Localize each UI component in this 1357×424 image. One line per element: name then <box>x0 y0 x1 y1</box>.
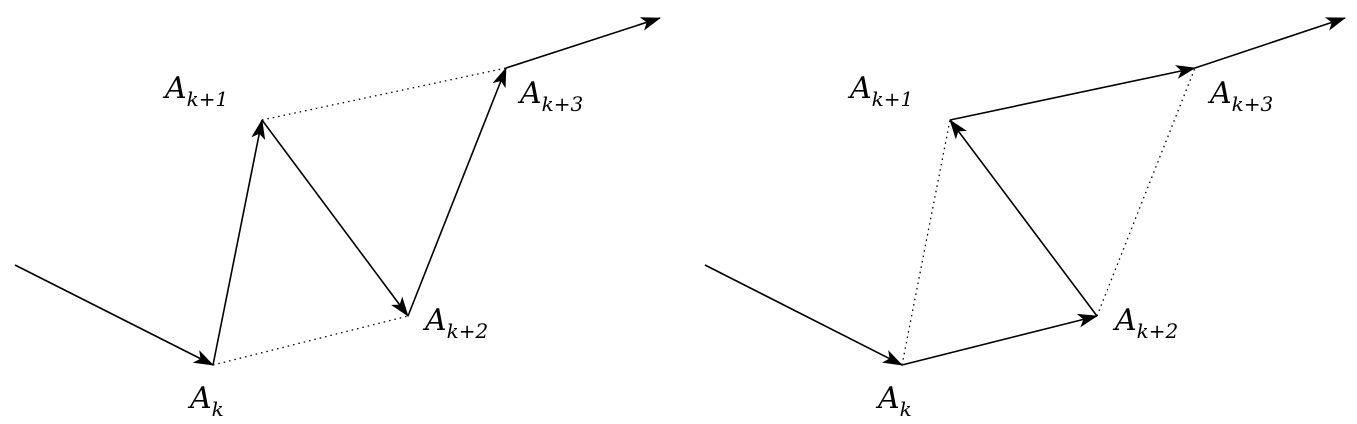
arrow-ak-ak1 <box>212 119 266 366</box>
arrow-in-ak <box>14 264 214 366</box>
arrow-in-ak <box>704 264 903 366</box>
label-ak2: Ak+2 <box>422 303 488 343</box>
dotted-edge-ak-ak2 <box>212 315 409 366</box>
label-ak3: Ak+3 <box>1207 76 1273 116</box>
label-ak: Ak <box>875 381 912 421</box>
arrow-ak1-ak2 <box>261 119 409 317</box>
label-ak: Ak <box>187 381 224 421</box>
arrow-ak-ak2 <box>901 313 1098 366</box>
dotted-edge-ak2-ak3 <box>1096 67 1196 317</box>
arrow-ak2-ak1 <box>949 119 1098 317</box>
dotted-edge-ak1-ak3 <box>261 67 507 121</box>
right-diagram: Ak Ak+1 Ak+2 Ak+3 <box>704 17 1346 421</box>
label-ak3: Ak+3 <box>517 76 583 116</box>
label-ak2: Ak+2 <box>1112 303 1178 343</box>
dotted-edge-ak-ak1 <box>901 119 951 366</box>
arrow-ak1-ak3 <box>949 65 1196 121</box>
arrow-ak3-out <box>505 17 661 69</box>
arrow-ak2-ak3 <box>407 67 507 317</box>
label-ak1: Ak+1 <box>162 71 228 111</box>
label-ak1: Ak+1 <box>847 71 913 111</box>
left-diagram: Ak Ak+1 Ak+2 Ak+3 <box>14 17 661 421</box>
arrow-ak3-out <box>1194 17 1346 69</box>
